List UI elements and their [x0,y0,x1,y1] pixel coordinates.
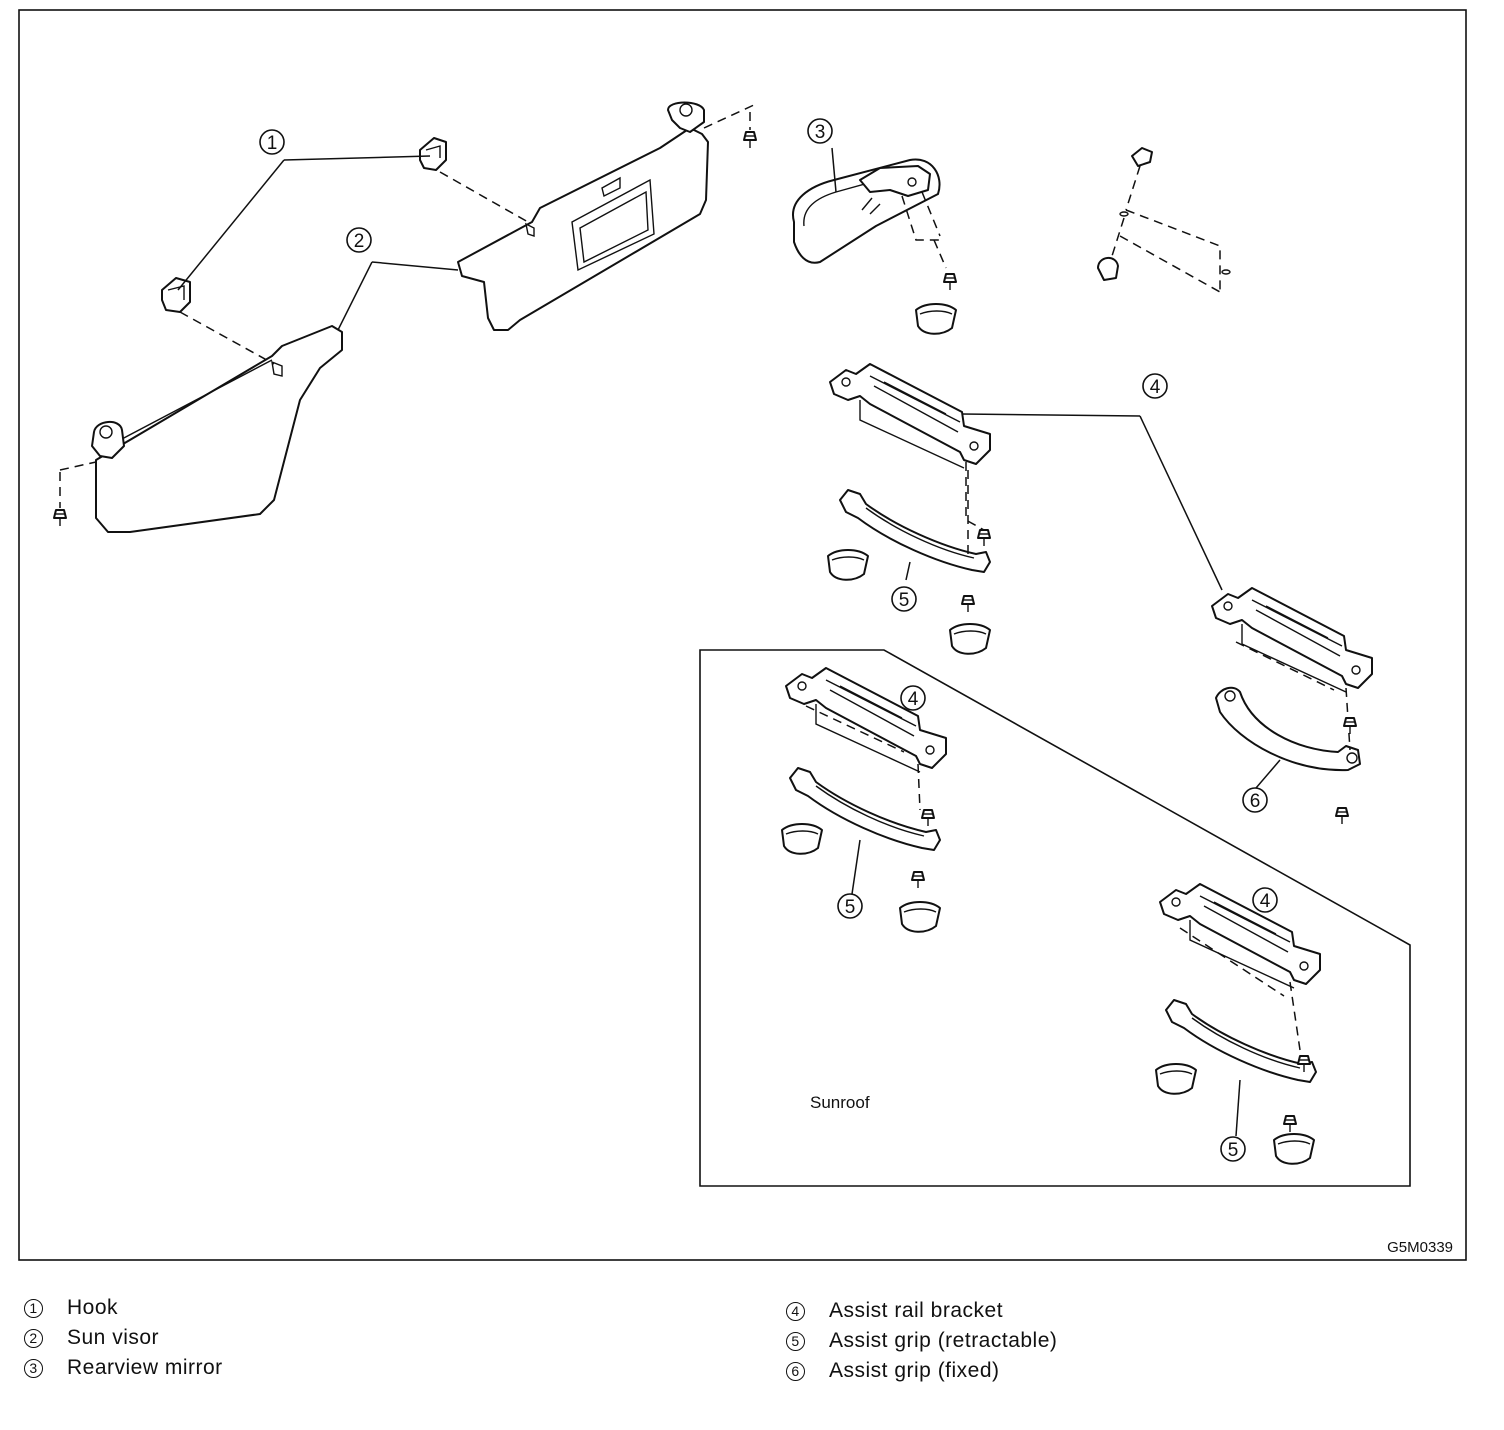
assist-rail-bracket-front [829,363,991,469]
figure-code: G5M0339 [1387,1239,1453,1256]
sunroof-cover-left-a [781,823,823,855]
legend-number: 5 [786,1331,805,1351]
mirror-cover [915,303,957,335]
legend-item-assist-grip-fixed: 6 Assist grip (fixed) [786,1356,1057,1386]
callout-5-sunroof-left: 5 [837,893,863,919]
mirror-clip [1097,147,1231,281]
visor-screw-upper [743,131,757,149]
diagram-frame [18,9,1467,1261]
legend-text: Sun visor [67,1326,160,1349]
legend-left: 1 Hook 2 Sun visor 3 Rearview mirror [24,1293,223,1383]
legend-number: 1 [24,1298,43,1318]
svg-text:4: 4 [1150,377,1161,398]
legend-text: Assist grip (fixed) [829,1359,1000,1382]
fixed-grip-screw-upper [1343,717,1357,735]
sun-visor-right [457,101,709,331]
callout-4-sunroof-right: 4 [1252,887,1278,913]
svg-text:5: 5 [1228,1140,1239,1161]
fixed-grip-screw-lower [1335,807,1349,825]
assist-grip-fixed [1215,686,1361,772]
sunroof-bracket-left [785,667,947,773]
assist-rail-bracket-rear [1211,587,1373,693]
grip-cover-front-right [949,623,991,655]
svg-text:3: 3 [815,122,826,143]
legend-number: 6 [786,1361,805,1381]
grip-screw-front [961,595,975,613]
callout-4-sunroof-left: 4 [900,685,926,711]
grip-cover-front-left [827,549,869,581]
hook-upper [419,137,447,171]
sunroof-bracket-right [1159,883,1321,989]
rearview-mirror [792,158,941,264]
sunroof-inset-frame [699,649,1411,1187]
bracket-screw-front [977,529,991,547]
sunroof-grip-screw-left [911,871,925,889]
legend-number: 3 [24,1358,43,1378]
svg-text:1: 1 [267,133,278,154]
legend-text: Assist rail bracket [829,1299,1004,1322]
legend-right: 4 Assist rail bracket 5 Assist grip (ret… [786,1296,1057,1386]
legend-number: 2 [24,1328,43,1348]
legend-item-rearview-mirror: 3 Rearview mirror [24,1353,223,1383]
sun-visor-left [91,325,343,533]
callout-4-main: 4 [1142,373,1168,399]
legend-number: 4 [786,1301,805,1321]
svg-text:4: 4 [908,689,919,710]
legend-item-hook: 1 Hook [24,1293,223,1323]
callout-3: 3 [807,118,833,144]
visor-screw-lower [53,509,67,527]
legend-item-sun-visor: 2 Sun visor [24,1323,223,1353]
sunroof-cover-right-b [1273,1133,1315,1165]
legend-item-assist-rail-bracket: 4 Assist rail bracket [786,1296,1057,1326]
svg-text:2: 2 [354,231,365,252]
sunroof-bracket-screw-left [921,809,935,827]
sunroof-cover-left-b [899,901,941,933]
mirror-screw [943,273,957,291]
callout-5-sunroof-right: 5 [1220,1136,1246,1162]
svg-text:5: 5 [845,897,856,918]
svg-text:6: 6 [1250,791,1261,812]
callout-2: 2 [346,227,372,253]
legend-text: Assist grip (retractable) [829,1329,1058,1352]
hook-lower [161,277,191,313]
svg-text:5: 5 [899,590,910,611]
callout-1: 1 [259,129,285,155]
callout-6: 6 [1242,787,1268,813]
sunroof-cover-right-a [1155,1063,1197,1095]
svg-text:4: 4 [1260,891,1271,912]
sunroof-label: Sunroof [810,1093,870,1112]
callout-5-main: 5 [891,586,917,612]
legend-item-assist-grip-retractable: 5 Assist grip (retractable) [786,1326,1057,1356]
legend-text: Hook [67,1296,119,1319]
sunroof-grip-screw-right [1283,1115,1297,1133]
legend-text: Rearview mirror [67,1356,223,1379]
